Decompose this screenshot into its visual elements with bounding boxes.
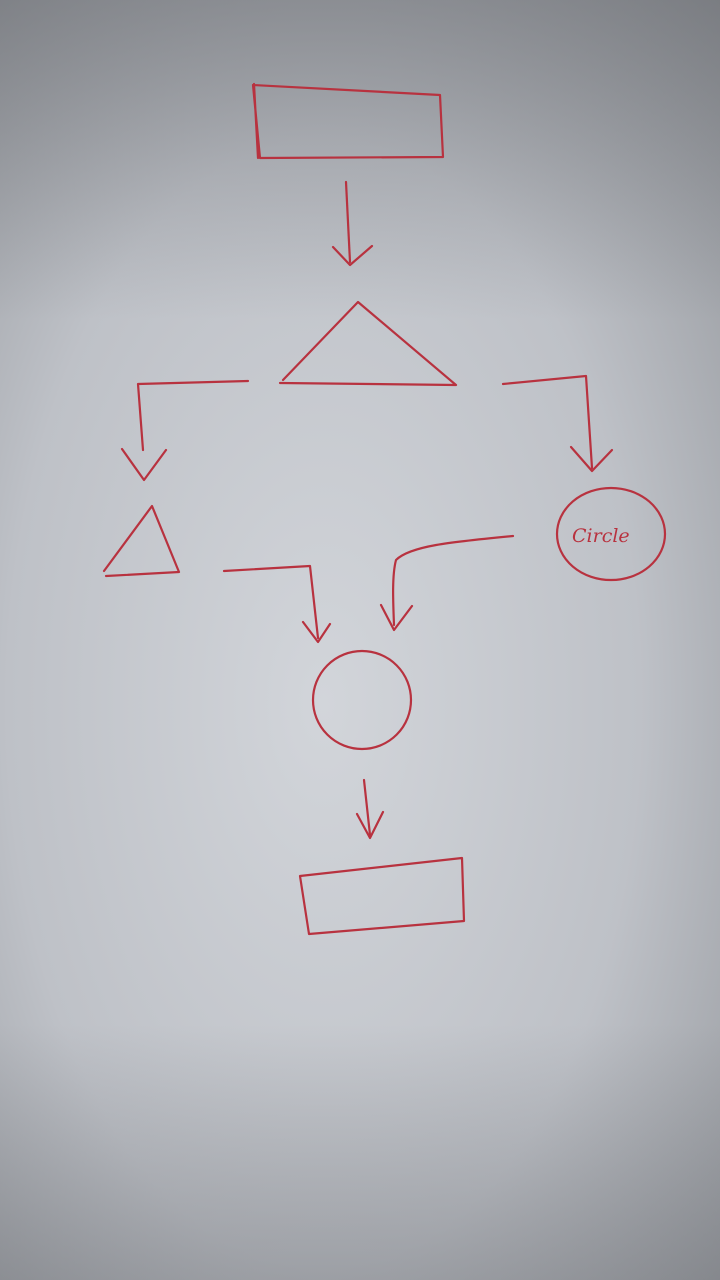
- node-top-rectangle: [251, 82, 445, 160]
- edge-labeled-circle-to-center-circle: [379, 534, 515, 632]
- node-labeled-circle: [555, 486, 667, 582]
- node-small-triangle: [102, 504, 181, 578]
- node-center-circle: [311, 649, 413, 751]
- edge-top-rectangle-to-large-triangle: [331, 180, 374, 267]
- node-bottom-rectangle: [298, 856, 466, 936]
- labeled-circle-text: Circle: [572, 525, 630, 547]
- edge-small-triangle-to-center-circle: [222, 564, 332, 644]
- node-large-triangle: [278, 300, 458, 387]
- edge-large-triangle-to-labeled-circle: [501, 374, 614, 473]
- edge-center-circle-to-bottom-rectangle: [355, 778, 385, 840]
- edge-large-triangle-to-small-triangle: [120, 379, 250, 482]
